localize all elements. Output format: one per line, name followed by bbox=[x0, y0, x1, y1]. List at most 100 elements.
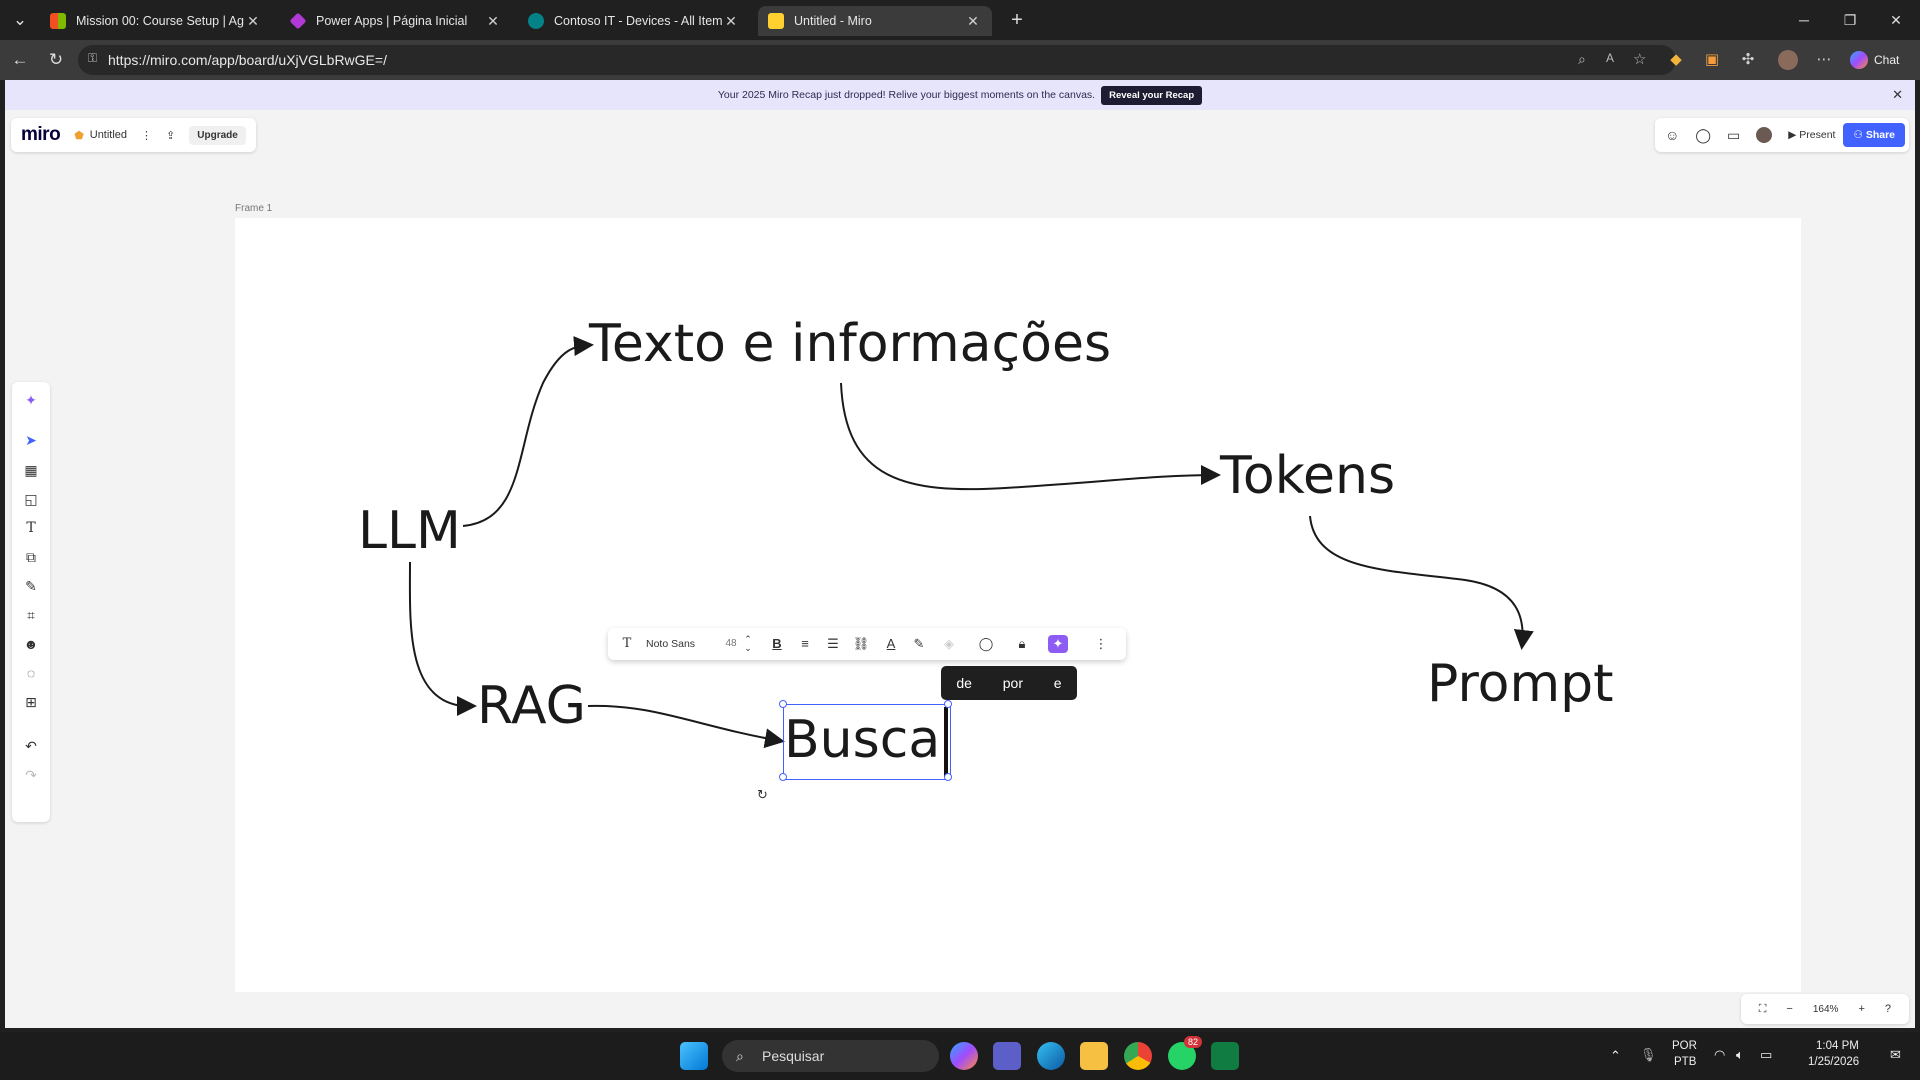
suggestion-chip[interactable]: e bbox=[1053, 675, 1062, 691]
file-explorer-icon[interactable] bbox=[1080, 1042, 1108, 1070]
highlight-icon[interactable]: ✎ bbox=[913, 636, 925, 651]
keyboard-layout[interactable]: PTB bbox=[1674, 1056, 1697, 1068]
close-tab-icon[interactable]: ✕ bbox=[487, 12, 499, 29]
reload-icon[interactable]: ↻ bbox=[48, 50, 64, 69]
more-menu-icon[interactable]: ⋯ bbox=[1816, 51, 1832, 68]
suggestion-chip[interactable]: por bbox=[1002, 675, 1023, 691]
close-window-icon[interactable]: ✕ bbox=[1890, 12, 1902, 28]
resize-handle[interactable] bbox=[944, 700, 952, 708]
list-icon[interactable]: ☰ bbox=[827, 636, 839, 651]
comment-icon[interactable]: ◌ bbox=[26, 665, 36, 681]
notifications-icon[interactable]: ✉ bbox=[1890, 1047, 1901, 1062]
extension-icon[interactable]: ◆ bbox=[1670, 51, 1682, 68]
add-apps-icon[interactable]: ⊞ bbox=[25, 694, 37, 710]
node-prompt[interactable]: Prompt bbox=[1427, 654, 1614, 714]
reactions-icon[interactable]: ☺ bbox=[1665, 127, 1680, 143]
read-aloud-icon[interactable]: A bbox=[1606, 51, 1615, 65]
text-type-icon[interactable]: T bbox=[622, 636, 632, 651]
upgrade-button[interactable]: Upgrade bbox=[189, 125, 246, 145]
suggestion-chip[interactable]: de bbox=[956, 675, 972, 691]
arrow-rag-busca[interactable] bbox=[587, 704, 785, 749]
new-tab-icon[interactable]: + bbox=[1011, 9, 1023, 31]
profile-avatar[interactable] bbox=[1778, 50, 1798, 70]
tab-contoso[interactable]: Contoso IT - Devices - All Items ✕ bbox=[518, 6, 750, 36]
arrow-texto-tokens[interactable] bbox=[840, 382, 1221, 491]
video-icon[interactable]: ▭ bbox=[1727, 126, 1741, 143]
arrow-llm-texto[interactable] bbox=[462, 336, 594, 527]
teams-icon[interactable] bbox=[993, 1042, 1021, 1070]
frame-icon[interactable]: ⌗ bbox=[27, 607, 35, 623]
zoom-in-icon[interactable]: + bbox=[1858, 1003, 1865, 1015]
pen-icon[interactable]: ✎ bbox=[25, 578, 37, 594]
chrome-icon[interactable] bbox=[1124, 1042, 1152, 1070]
close-tab-icon[interactable]: ✕ bbox=[247, 12, 259, 29]
copilot-chat-button[interactable]: Chat bbox=[1850, 50, 1899, 70]
font-size-field[interactable]: 48 bbox=[725, 638, 737, 649]
undo-icon[interactable]: ↶ bbox=[25, 738, 37, 754]
shapes-icon[interactable]: ⧉ bbox=[26, 549, 36, 565]
fit-screen-icon[interactable]: ⛶ bbox=[1758, 1002, 1767, 1015]
microphone-icon[interactable]: 🎙︎ bbox=[1640, 1047, 1657, 1062]
lock-icon[interactable]: 🔒︎ bbox=[1018, 636, 1026, 651]
tab-power-apps[interactable]: Power Apps | Página Inicial ✕ bbox=[280, 6, 512, 36]
back-icon[interactable]: ← bbox=[11, 50, 29, 69]
tab-list-icon[interactable]: ⌄ bbox=[12, 10, 28, 29]
text-icon[interactable]: T bbox=[26, 520, 36, 536]
share-button[interactable]: ⚇ Share bbox=[1843, 123, 1905, 147]
miro-logo[interactable]: miro bbox=[21, 124, 61, 145]
fill-icon[interactable]: ◈ bbox=[944, 636, 954, 651]
export-icon[interactable]: ⇪ bbox=[166, 129, 176, 142]
node-busca[interactable]: Busca bbox=[784, 710, 941, 770]
arrow-tokens-prompt[interactable] bbox=[1309, 515, 1534, 650]
input-language[interactable]: POR bbox=[1672, 1040, 1697, 1052]
collections-icon[interactable]: ▣ bbox=[1704, 51, 1720, 68]
zoom-level[interactable]: 164% bbox=[1812, 1003, 1839, 1015]
excel-icon[interactable] bbox=[1211, 1042, 1239, 1070]
favorite-star-icon[interactable]: ☆ bbox=[1633, 51, 1647, 68]
frame-label[interactable]: Frame 1 bbox=[235, 203, 273, 214]
select-icon[interactable]: ➤ bbox=[25, 432, 37, 448]
link-icon[interactable]: ⛓ bbox=[852, 636, 870, 651]
more-options-icon[interactable]: ⋮ bbox=[1094, 636, 1108, 651]
board-menu-icon[interactable]: ⋮ bbox=[141, 129, 153, 142]
taskbar-search[interactable]: ⌕ Pesquisar bbox=[722, 1040, 939, 1072]
board-name[interactable]: Untitled bbox=[89, 129, 128, 141]
redo-icon[interactable]: ↷ bbox=[25, 767, 37, 783]
tab-miro[interactable]: Untitled - Miro ✕ bbox=[758, 6, 992, 36]
arrow-llm-rag[interactable] bbox=[408, 561, 477, 716]
templates-icon[interactable]: ▦ bbox=[24, 462, 38, 478]
resize-handle[interactable] bbox=[779, 773, 787, 781]
clock-time[interactable]: 1:04 PM bbox=[1816, 1040, 1859, 1052]
whatsapp-icon[interactable]: 82 bbox=[1168, 1036, 1203, 1070]
resize-handle[interactable] bbox=[779, 700, 787, 708]
avatar[interactable] bbox=[1756, 127, 1773, 143]
node-rag[interactable]: RAG bbox=[477, 676, 586, 736]
font-size-stepper-icon[interactable]: ⌃⌄ bbox=[744, 634, 752, 653]
rotate-handle-icon[interactable]: ↻ bbox=[757, 787, 768, 802]
font-family-select[interactable]: Noto Sans bbox=[646, 638, 696, 650]
tab-mission[interactable]: Mission 00: Course Setup | Ag ✕ bbox=[40, 6, 272, 36]
reveal-recap-button[interactable]: Reveal your Recap bbox=[1101, 85, 1203, 105]
node-texto-informacoes[interactable]: Texto e informações bbox=[589, 314, 1112, 374]
close-icon[interactable]: ✕ bbox=[1892, 87, 1903, 102]
zoom-icon[interactable]: ⌕ bbox=[1578, 51, 1586, 67]
ai-assist-icon[interactable]: ✦ bbox=[1048, 635, 1068, 653]
minimize-icon[interactable]: ─ bbox=[1799, 12, 1809, 28]
comment-icon[interactable]: ◯ bbox=[978, 636, 994, 651]
node-tokens[interactable]: Tokens bbox=[1220, 446, 1396, 506]
wifi-icon[interactable]: ◠ bbox=[1714, 1047, 1726, 1062]
resize-handle[interactable] bbox=[944, 773, 952, 781]
node-llm[interactable]: LLM bbox=[358, 501, 461, 561]
zoom-out-icon[interactable]: − bbox=[1786, 1003, 1793, 1015]
comments-icon[interactable]: ◯ bbox=[1695, 126, 1712, 143]
sticky-note-icon[interactable]: ◱ bbox=[24, 491, 38, 507]
emoji-icon[interactable]: ☻ bbox=[23, 636, 39, 652]
text-color-icon[interactable]: A bbox=[886, 636, 896, 651]
battery-icon[interactable]: ▭ bbox=[1760, 1047, 1773, 1062]
url-field[interactable]: ⚿ https://miro.com/app/board/uXjVGLbRwGE… bbox=[78, 45, 1676, 75]
extensions-puzzle-icon[interactable]: ✣ bbox=[1741, 51, 1755, 68]
close-tab-icon[interactable]: ✕ bbox=[725, 12, 737, 29]
copilot-icon[interactable] bbox=[950, 1042, 978, 1070]
frame[interactable] bbox=[235, 218, 1801, 992]
selected-text-box[interactable]: Busca bbox=[779, 700, 952, 781]
